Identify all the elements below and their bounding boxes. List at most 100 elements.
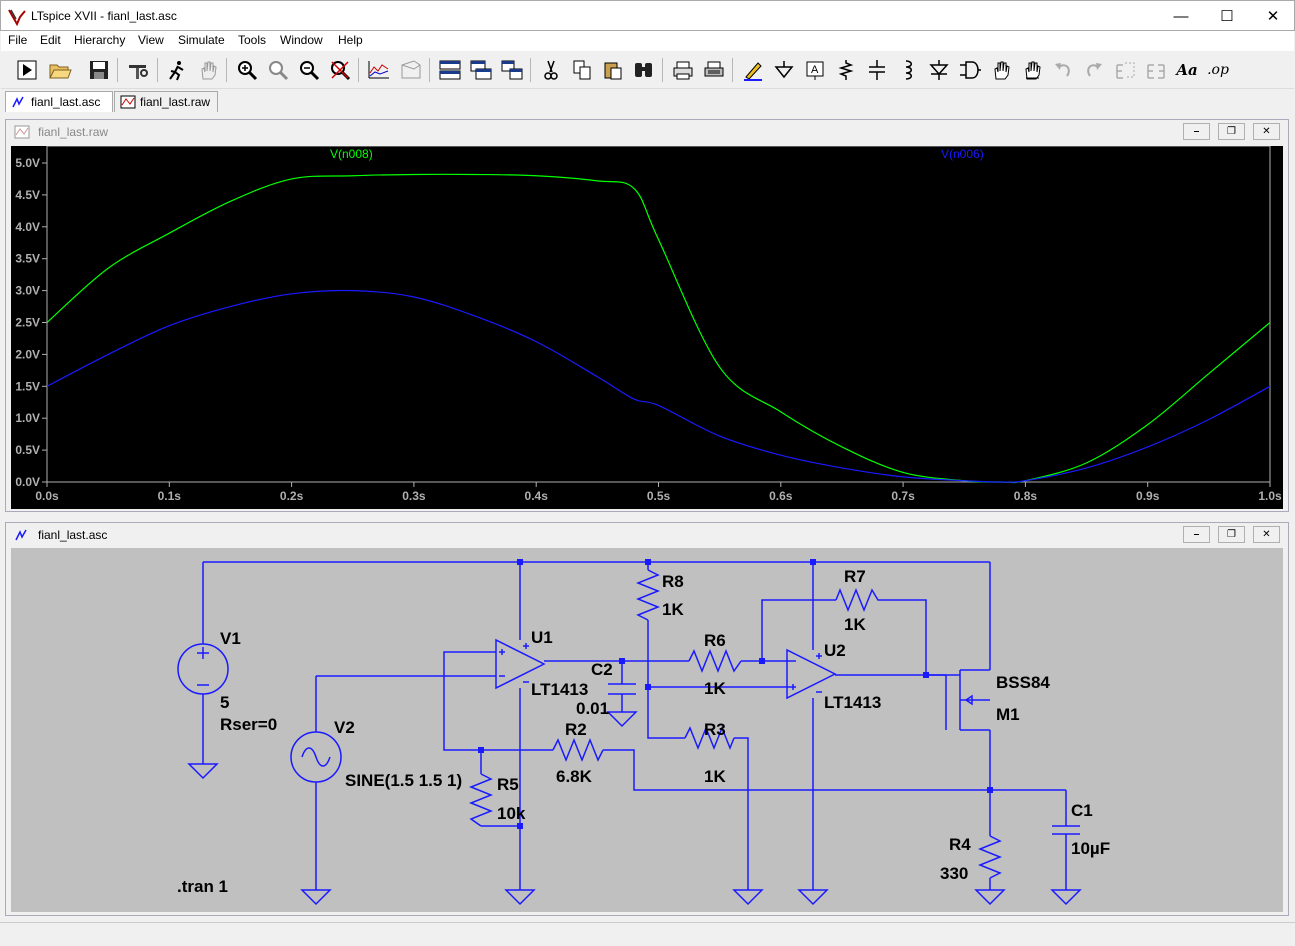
redo-icon[interactable] [1080,56,1108,84]
minimize-button[interactable]: — [1173,7,1189,25]
menu-view[interactable]: View [138,33,164,47]
v1-rser[interactable]: Rser=0 [220,715,277,734]
tile-vertical-icon[interactable] [498,56,526,84]
capacitor-icon[interactable] [863,56,891,84]
r7-resistor[interactable] [835,587,882,613]
control-panel-icon[interactable] [124,56,152,84]
undo-icon[interactable] [1049,56,1077,84]
r6-label[interactable]: R6 [704,631,726,650]
close-button[interactable]: ✕ [1266,8,1280,25]
cascade-icon[interactable] [467,56,495,84]
tile-horizontal-icon[interactable] [436,56,464,84]
mirror-icon[interactable] [1142,56,1170,84]
restore-button[interactable]: ❐ [1218,123,1245,140]
copy-icon[interactable] [568,56,596,84]
u1-part[interactable]: LT1413 [531,680,588,699]
r7-value[interactable]: 1K [844,615,866,634]
r3-resistor[interactable] [684,725,735,751]
label-icon[interactable]: A [801,56,829,84]
menu-file[interactable]: File [8,33,28,47]
schematic-canvas[interactable]: V1 5 Rser=0 V2 SINE(1.5 1.5 1) U1 LT1413… [11,548,1283,912]
print-setup-icon[interactable] [700,56,728,84]
tran-directive[interactable]: .tran 1 [177,877,228,896]
find-icon[interactable] [630,56,658,84]
r2-resistor[interactable] [552,737,604,763]
autorange-icon[interactable] [365,56,393,84]
r4-resistor[interactable] [977,835,1003,879]
r2-value[interactable]: 6.8K [556,767,593,786]
v2-value[interactable]: SINE(1.5 1.5 1) [345,771,462,790]
tab-waveform[interactable]: fianl_last.raw [114,91,218,112]
menu-tools[interactable]: Tools [238,33,267,47]
r8-label[interactable]: R8 [662,572,684,591]
c1-label[interactable]: C1 [1071,801,1093,820]
inductor-icon[interactable] [894,56,922,84]
v1-value[interactable]: 5 [220,693,229,712]
m1-part[interactable]: BSS84 [996,673,1050,692]
close-button[interactable]: ✕ [1253,123,1280,140]
v2-sine-source[interactable] [290,731,342,783]
r3-value[interactable]: 1K [704,767,726,786]
u1-label[interactable]: U1 [531,628,553,647]
text-icon[interactable]: Aa [1173,56,1201,84]
v1-label[interactable]: V1 [220,629,241,648]
component-icon[interactable] [956,56,984,84]
spice-directive-icon[interactable]: .op [1204,56,1232,84]
u2-opamp[interactable] [786,648,837,700]
zoom-in-icon[interactable] [233,56,261,84]
run-icon[interactable] [13,56,41,84]
menu-edit[interactable]: Edit [40,33,61,47]
m1-pmos-transistor[interactable] [926,669,990,731]
pan-icon[interactable] [194,56,222,84]
minimize-button[interactable]: ⎯ [1183,123,1210,140]
tab-schematic[interactable]: fianl_last.asc [5,91,113,112]
maximize-button[interactable]: ☐ [1220,8,1234,25]
rotate-icon[interactable] [1111,56,1139,84]
zoom-out-icon[interactable] [295,56,323,84]
halt-icon[interactable] [163,56,191,84]
m1-label[interactable]: M1 [996,705,1020,724]
paste-icon[interactable] [599,56,627,84]
r3-label[interactable]: R3 [704,720,726,739]
r5-potentiometer[interactable] [468,773,494,827]
diode-icon[interactable] [925,56,953,84]
close-button[interactable]: ✕ [1253,526,1280,543]
trace-label-vn008[interactable]: V(n008) [330,147,373,161]
c2-value[interactable]: 0.01 [576,699,609,718]
r8-resistor[interactable] [635,569,661,621]
drag-icon[interactable] [1018,56,1046,84]
print-icon[interactable] [669,56,697,84]
v1-dc-source[interactable] [177,643,229,695]
trace-label-vn006[interactable]: V(n006) [941,147,984,161]
r6-resistor[interactable] [688,648,742,674]
c1-value[interactable]: 10µF [1071,839,1110,858]
u1-opamp[interactable] [495,638,546,690]
u2-label[interactable]: U2 [824,641,846,660]
menu-window[interactable]: Window [280,33,323,47]
r6-value[interactable]: 1K [704,679,726,698]
r7-label[interactable]: R7 [844,567,866,586]
r4-value[interactable]: 330 [940,864,968,883]
r2-label[interactable]: R2 [565,720,587,739]
resistor-icon[interactable] [832,56,860,84]
minimize-button[interactable]: ⎯ [1183,526,1210,543]
restore-button[interactable]: ❐ [1218,526,1245,543]
zoom-box-icon[interactable] [264,56,292,84]
menu-help[interactable]: Help [338,33,363,47]
pick-trace-icon[interactable] [397,56,425,84]
c1-capacitor[interactable] [1052,825,1080,835]
save-icon[interactable] [85,56,113,84]
c2-capacitor[interactable] [608,683,636,695]
wire-icon[interactable] [739,56,767,84]
move-icon[interactable] [987,56,1015,84]
r5-value[interactable]: 10k [497,804,526,823]
ground-icon[interactable] [770,56,798,84]
c2-label[interactable]: C2 [591,660,613,679]
r5-label[interactable]: R5 [497,775,519,794]
r4-label[interactable]: R4 [949,835,971,854]
menu-hierarchy[interactable]: Hierarchy [74,33,126,47]
u2-part[interactable]: LT1413 [824,693,881,712]
menu-simulate[interactable]: Simulate [178,33,225,47]
open-icon[interactable] [46,56,74,84]
